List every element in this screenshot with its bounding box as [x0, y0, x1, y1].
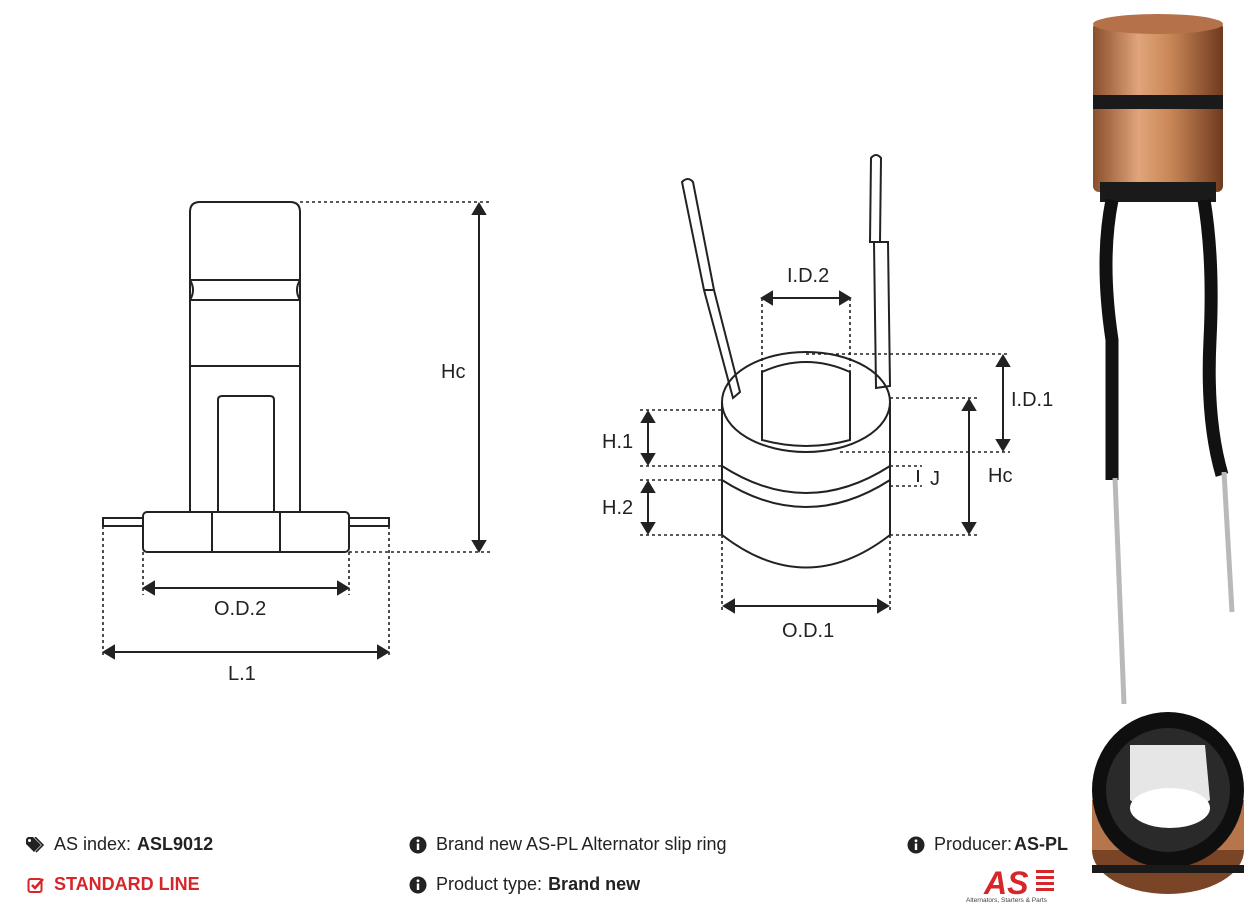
- label-od1: O.D.1: [782, 620, 834, 642]
- check-square-icon: [26, 875, 46, 895]
- label-id1: I.D.1: [1011, 389, 1053, 411]
- info-circle-icon: [906, 835, 926, 855]
- producer-label: Producer:: [934, 834, 1013, 854]
- info-circle-icon: [408, 835, 428, 855]
- product-type-row: Product type: Brand new: [408, 874, 640, 895]
- standard-line-row: STANDARD LINE: [26, 874, 200, 895]
- tag-icon: [26, 835, 46, 855]
- as-logo: AS: [983, 865, 1054, 901]
- producer-row: Producer: AS-PL: [906, 834, 1068, 855]
- logo-text: AS: [983, 865, 1029, 901]
- label-j: J: [930, 468, 940, 490]
- label-h2: H.2: [602, 497, 633, 519]
- producer-value: AS-PL: [1014, 834, 1069, 854]
- label-od2: O.D.2: [214, 598, 266, 620]
- product-description: Brand new AS-PL Alternator slip ring: [436, 834, 727, 854]
- description-row: Brand new AS-PL Alternator slip ring: [408, 834, 727, 855]
- label-hc-left: Hc: [441, 361, 465, 383]
- info-circle-icon: [408, 875, 428, 895]
- standard-line-label: STANDARD LINE: [54, 874, 200, 894]
- as-index-label: AS index:: [54, 834, 132, 854]
- product-type-value: Brand new: [548, 874, 641, 894]
- logo-tagline: Alternators, Starters & Parts: [966, 897, 1047, 904]
- label-l1: L.1: [228, 663, 256, 685]
- as-index-row: AS index: ASL9012: [26, 834, 213, 855]
- product-type-label: Product type:: [436, 874, 543, 894]
- as-index-value: ASL9012: [137, 834, 214, 854]
- label-hc-middle: Hc: [988, 465, 1012, 487]
- label-h1: H.1: [602, 431, 633, 453]
- label-id2: I.D.2: [787, 265, 829, 287]
